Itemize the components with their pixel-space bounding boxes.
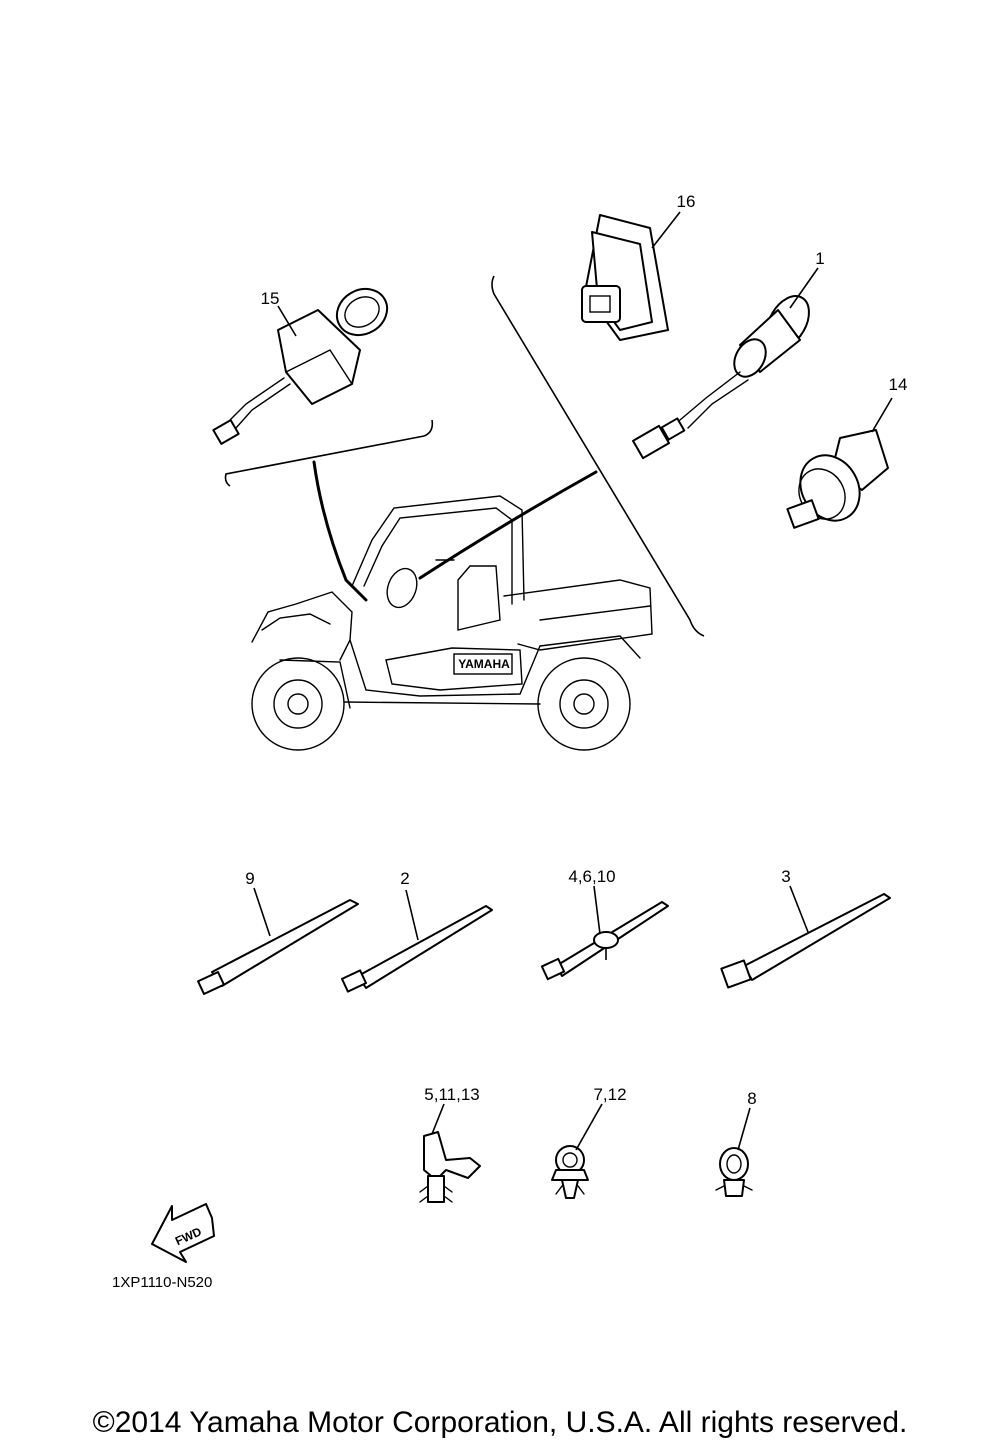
part-15-switch[interactable] (212, 280, 395, 445)
part-3-cable-tie[interactable] (720, 885, 891, 989)
callout-8: 8 (747, 1089, 756, 1108)
vehicle-badge: YAMAHA (458, 657, 510, 671)
detail-bracket-left (224, 419, 434, 487)
part-16-connector-bracket[interactable] (581, 211, 681, 341)
part-1-socket[interactable] (632, 267, 819, 460)
part-4-6-10-cable-tie-clip[interactable] (540, 885, 669, 981)
leader-left (312, 460, 368, 602)
part-8-clamp[interactable] (715, 1107, 753, 1197)
fwd-arrow-icon (151, 1203, 215, 1263)
callout-2: 2 (400, 869, 409, 888)
callout-14: 14 (889, 375, 908, 394)
callout-5-11-13: 5,11,13 (424, 1085, 479, 1104)
part-2-cable-tie[interactable] (340, 889, 493, 993)
leader-right (418, 470, 598, 580)
callout-15: 15 (261, 289, 280, 308)
detail-bracket-right (491, 275, 705, 637)
part-5-11-13-clamp[interactable] (419, 1103, 481, 1203)
callout-9: 9 (245, 869, 254, 888)
callout-3: 3 (781, 867, 790, 886)
part-7-12-clamp[interactable] (551, 1103, 603, 1199)
part-14-switch[interactable] (786, 397, 893, 531)
callout-16: 16 (677, 192, 696, 211)
diagram-code: 1XP1110-N520 (112, 1274, 212, 1291)
callout-1: 1 (815, 249, 824, 268)
callout-4-6-10: 4,6,10 (568, 867, 615, 886)
callout-7-12: 7,12 (593, 1085, 626, 1104)
vehicle-illustration (251, 495, 653, 751)
part-9-cable-tie[interactable] (197, 887, 359, 995)
copyright-notice: ©2014 Yamaha Motor Corporation, U.S.A. A… (92, 1406, 908, 1439)
